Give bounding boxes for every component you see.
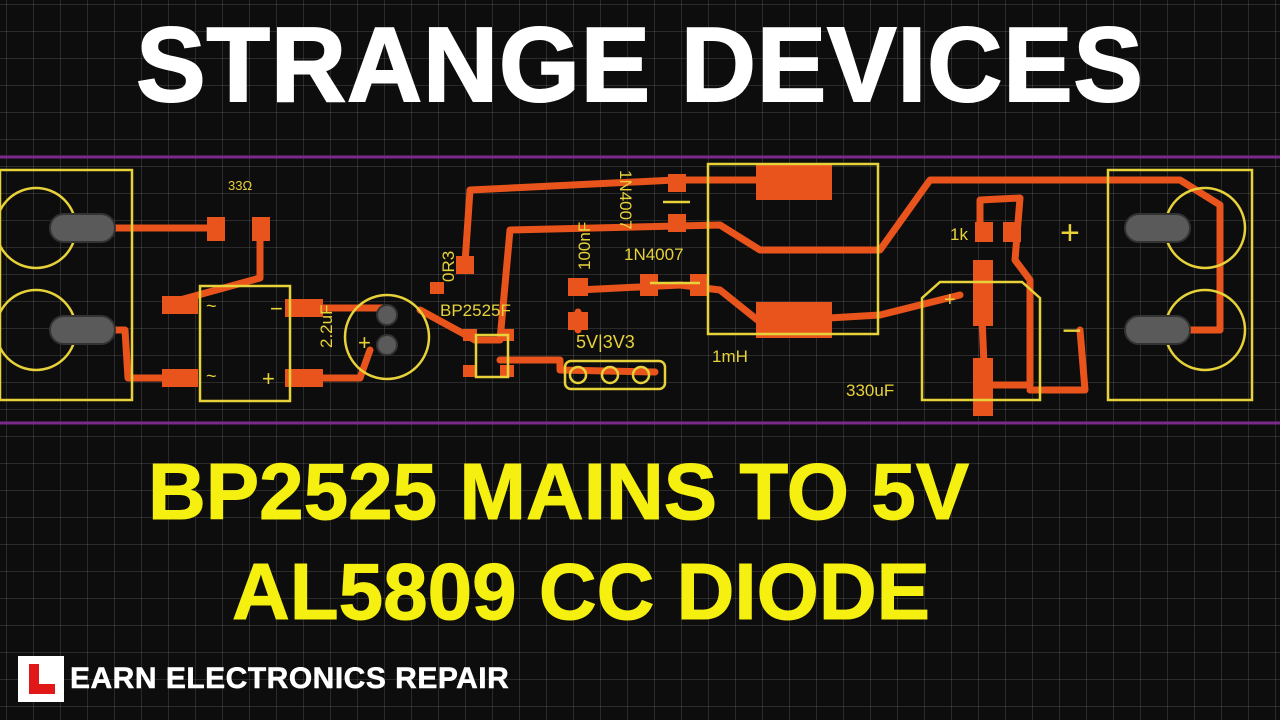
- video-title: STRANGE DEVICES: [135, 6, 1144, 124]
- label-plus-out: +: [1060, 214, 1080, 252]
- label-cap-330uf: 330uF: [846, 381, 894, 400]
- label-jumper: 5V|3V3: [576, 332, 635, 352]
- pcb-layout: 33Ω 2.2uF 0R3 BP2525F 100nF 1N4007 1N400…: [0, 155, 1280, 425]
- label-minus-bridge: −: [270, 296, 283, 321]
- subtitle-line-2: AL5809 CC DIODE: [232, 547, 931, 636]
- label-tilde-2: ~: [206, 366, 217, 386]
- subtitle-line-1: BP2525 MAINS TO 5V: [147, 447, 970, 536]
- label-inductor: 1mH: [712, 347, 748, 366]
- label-tilde-1: ~: [206, 296, 217, 316]
- terminal-pads: [49, 213, 1191, 356]
- copper-pads: [162, 164, 1021, 416]
- label-plus-330: +: [944, 289, 956, 311]
- channel-branding: EARN ELECTRONICS REPAIR: [18, 656, 509, 702]
- label-cap-100nf: 100nF: [575, 222, 594, 270]
- label-plus-cap: +: [358, 330, 371, 355]
- silkscreen: [0, 162, 1254, 403]
- label-diode-1: 1N4007: [616, 170, 635, 230]
- channel-name: EARN ELECTRONICS REPAIR: [70, 662, 510, 696]
- label-resistor-0r3: 0R3: [439, 251, 458, 282]
- label-plus-bridge: +: [262, 366, 275, 391]
- label-ic-bp2525f: BP2525F: [440, 301, 511, 320]
- label-resistor-1k: 1k: [950, 225, 968, 244]
- label-minus-out: −: [1062, 312, 1082, 350]
- label-cap-2u2: 2.2uF: [317, 305, 336, 348]
- label-resistor-33: 33Ω: [228, 178, 252, 193]
- label-diode-2: 1N4007: [624, 245, 684, 264]
- channel-logo: [18, 656, 64, 702]
